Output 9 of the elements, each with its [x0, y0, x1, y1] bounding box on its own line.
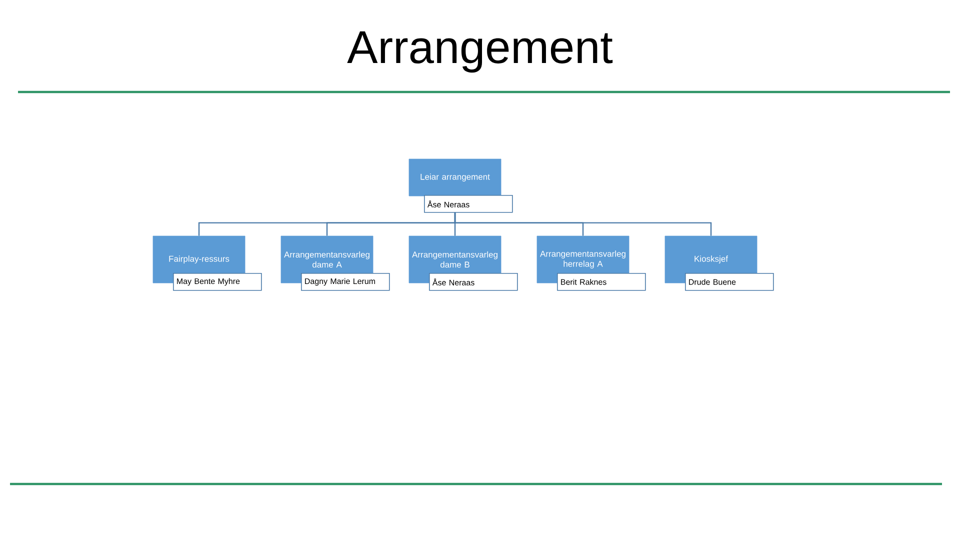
org-box: Arrangementansvarleg dame A Dagny Marie Lerum [280, 236, 390, 291]
org-box: Leiar arrangement Åse Neraas [408, 158, 513, 213]
org-box: Arrangementansvarleg dame B Åse Neraas [408, 236, 518, 291]
org-box: Arrangementansvarleg herrelag A Berit Raknes [536, 236, 646, 291]
connector [454, 212, 712, 236]
node-label: Åse Neraas [427, 200, 470, 208]
org-box: Kiosksjef Drude Buene [664, 236, 774, 291]
title: Arrangement [347, 31, 613, 73]
org-box: Fairplay-ressurs May Bente Myhre [152, 236, 262, 291]
